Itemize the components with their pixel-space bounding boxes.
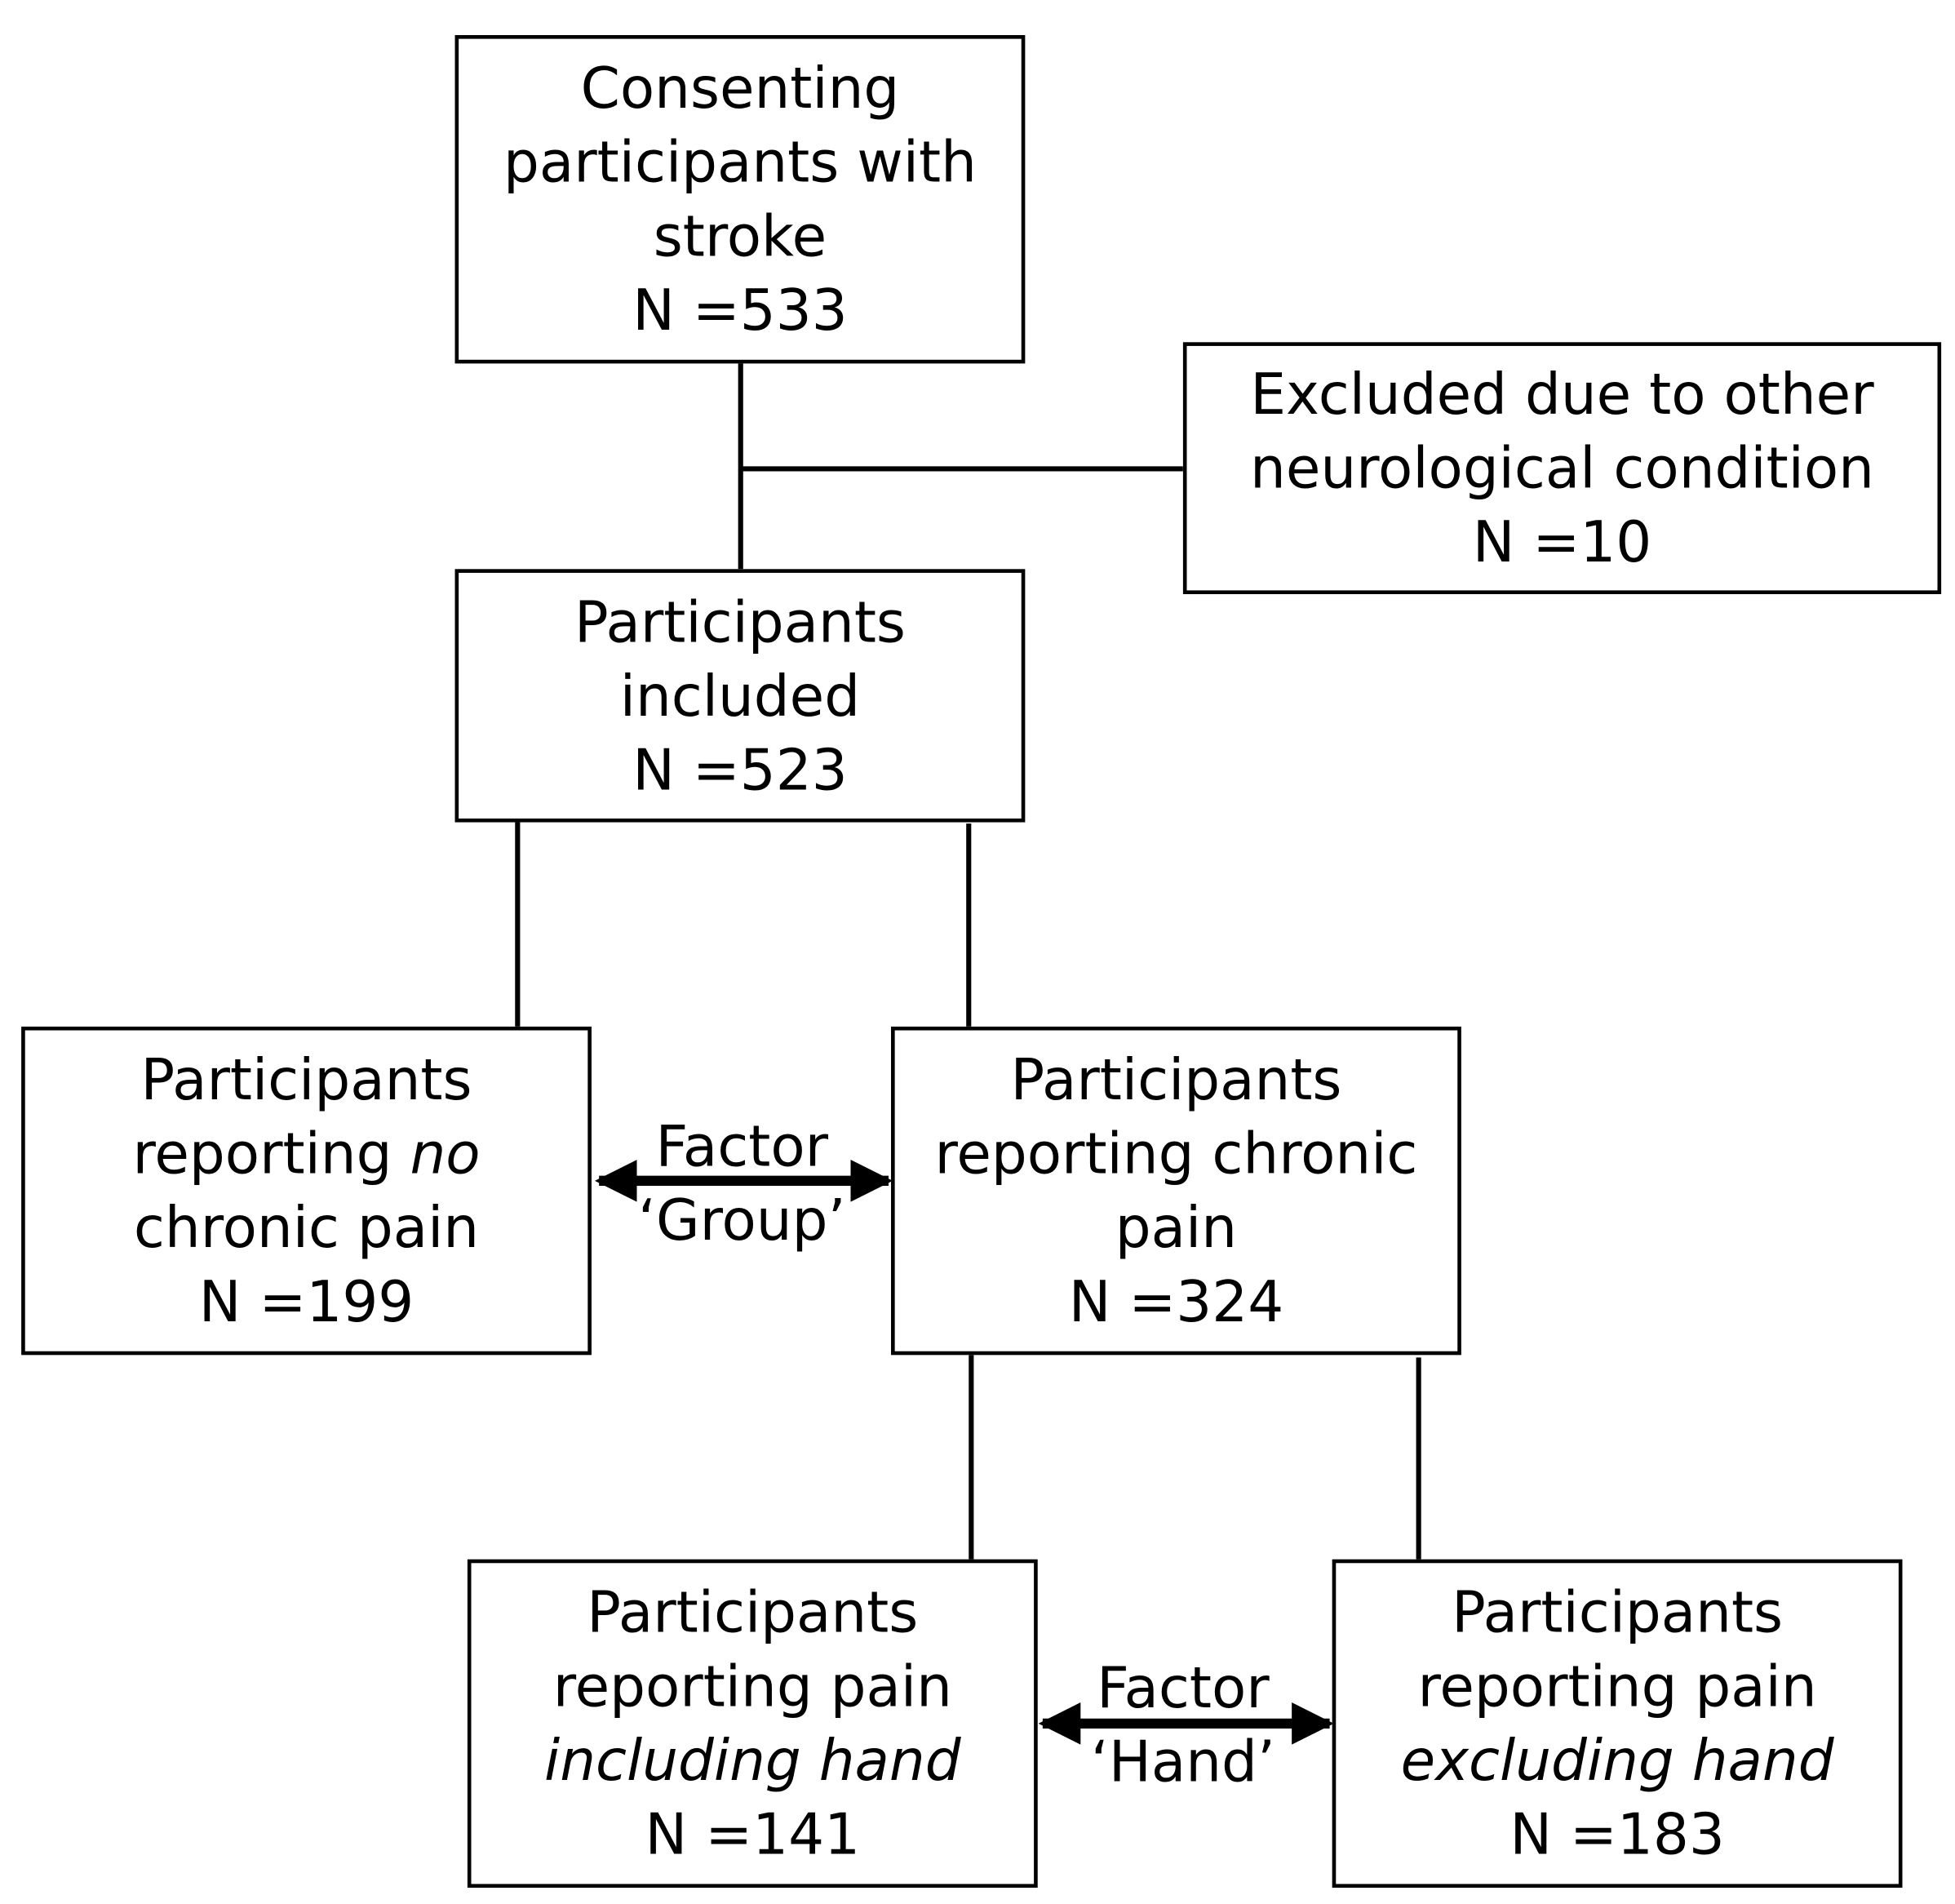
box-line: reporting pain [1417,1653,1817,1720]
no-chronic-pain-box: Participants reporting no chronic pain N… [21,1026,592,1356]
box-count: N =199 [198,1268,414,1335]
factor-group-label: Factor ‘Group’ [617,1109,867,1257]
factor-line: Factor [655,1112,829,1180]
box-line-emphasis: excluding hand [1401,1724,1834,1798]
consenting-participants-box: Consenting participants with stroke N =5… [454,35,1026,364]
including-hand-box: Participants reporting pain including ha… [467,1559,1038,1888]
including-hand-emphasis: including hand [544,1727,961,1794]
box-line: Participants [1010,1046,1342,1113]
factor-hand-label: Factor ‘Hand’ [1057,1651,1308,1799]
excluding-hand-emphasis: excluding hand [1400,1727,1834,1794]
box-line-emphasis: including hand [544,1724,961,1798]
box-line-prefix: reporting [132,1121,410,1187]
box-line: Participants [140,1046,472,1113]
factor-line: ‘Group’ [638,1187,846,1254]
box-line: reporting pain [552,1653,952,1720]
box-line: chronic pain [133,1194,480,1262]
factor-line: ‘Hand’ [1090,1729,1275,1795]
box-count: N =523 [632,736,848,803]
chronic-pain-box: Participants reporting chronic pain N =3… [891,1026,1461,1356]
box-count: N =141 [645,1801,861,1868]
included-participants-box: Participants included N =523 [454,569,1026,823]
factor-line: Factor [1097,1654,1270,1721]
box-line: Participants [1452,1579,1784,1646]
box-line-emphasis: no [410,1121,481,1187]
box-line: reporting no [132,1116,480,1191]
box-line: reporting chronic [934,1121,1418,1187]
box-line: Participants [587,1579,919,1646]
excluding-hand-box: Participants reporting pain excluding ha… [1332,1559,1903,1888]
box-line: stroke [653,202,827,270]
box-count: N =183 [1509,1801,1725,1868]
box-count: N =533 [632,277,848,344]
box-count: N =10 [1472,508,1652,575]
box-line: Excluded due to other [1250,361,1874,428]
box-line: neurological condition [1250,434,1874,502]
box-line: participants with [503,129,977,196]
excluded-participants-box: Excluded due to other neurological condi… [1182,342,1942,595]
box-line: pain [1115,1194,1238,1262]
box-line: Participants [574,588,906,655]
box-count: N =324 [1068,1268,1284,1335]
box-line: Consenting [580,55,900,122]
box-line: included [619,662,861,730]
